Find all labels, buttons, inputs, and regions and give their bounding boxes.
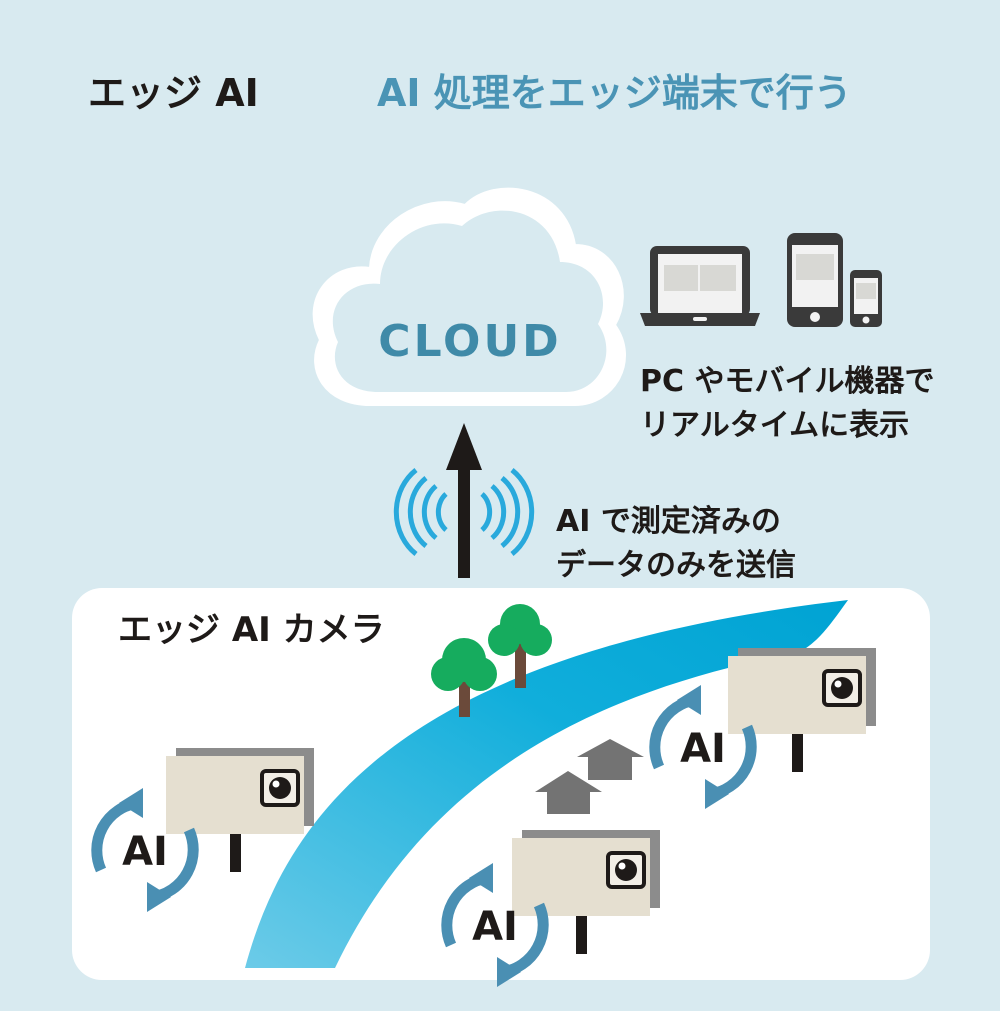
tree-icon	[488, 604, 552, 688]
panel-title: エッジ AI カメラ	[118, 610, 385, 650]
upload-arrow-icon	[446, 423, 482, 578]
diagram-subtitle: AI 処理をエッジ端末で行う	[377, 71, 852, 115]
edge-camera-2: AI	[447, 828, 662, 987]
ai-badge: AI	[472, 904, 518, 950]
upload-caption-line2: データのみを送信	[556, 548, 796, 583]
edge-camera-3: AI	[655, 646, 878, 809]
ai-badge: AI	[680, 726, 726, 772]
step-arrow-icon	[535, 739, 644, 814]
river	[245, 600, 848, 968]
ai-badge: AI	[122, 829, 168, 875]
cloud-label: CLOUD	[378, 316, 561, 367]
tree-icon	[431, 638, 497, 717]
devices-caption-line1: PC やモバイル機器で	[640, 364, 934, 399]
smartphone-icon	[850, 270, 882, 327]
tablet-icon	[787, 233, 843, 327]
laptop-icon	[640, 246, 760, 326]
wireless-signal-icon	[393, 468, 535, 556]
diagram-title: エッジ AI	[88, 71, 259, 115]
upload-caption-line1: AI で測定済みの	[556, 504, 781, 539]
edge-camera-1: AI	[97, 746, 316, 912]
devices-caption-line2: リアルタイムに表示	[640, 408, 909, 443]
cloud-icon: CLOUD	[312, 187, 626, 406]
